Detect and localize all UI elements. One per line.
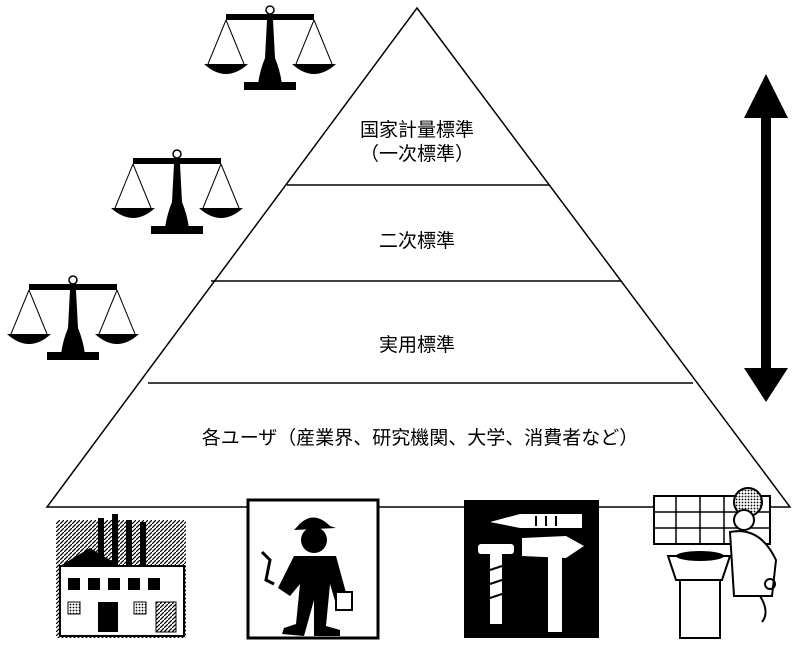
tier-label-line: 国家計量標準 (359, 119, 474, 141)
balance-scale-icon (203, 5, 337, 91)
worker-icon (246, 498, 380, 640)
double-headed-arrow-icon (744, 74, 788, 402)
pyramid (45, 6, 792, 508)
factory-icon (56, 514, 186, 638)
tier-label-secondary-standard: 二次標準 (378, 230, 455, 252)
balance-scale-icon (6, 275, 140, 361)
tier-label-line: （一次標準） (359, 143, 474, 165)
tier-label-users: 各ユーザ（産業界、研究機関、大学、消費者など） (201, 427, 639, 449)
tier-label-national-standard: 国家計量標準 （一次標準） (317, 118, 517, 166)
tier-label-practical-standard: 実用標準 (378, 334, 455, 356)
balance-scale-icon (110, 149, 244, 235)
consumer-icon (653, 487, 778, 639)
tools-icon (464, 500, 599, 638)
